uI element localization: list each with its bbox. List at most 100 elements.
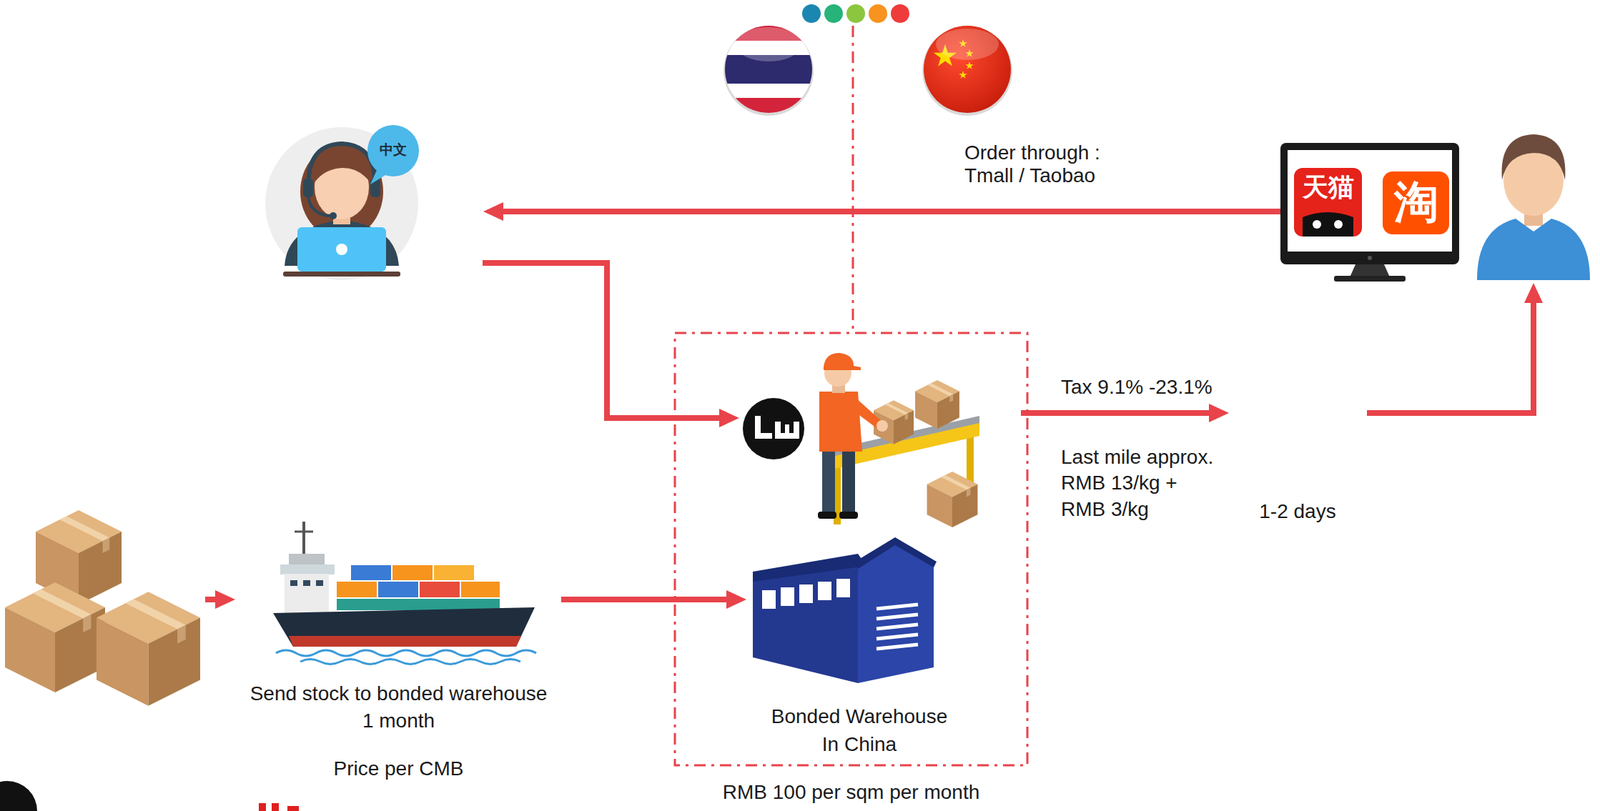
edge-label: Order through : Tmall / Taobao [964,141,1108,188]
node-text: Price per CMB [246,757,551,781]
warehouse-icon [876,644,918,650]
flow-arrow [561,596,728,603]
lw-logo [742,398,805,460]
support-agent-icon [303,178,314,198]
edge-label: Tax 9.1% -23.1% [1060,376,1247,399]
thailand-flag [722,83,816,99]
cargo-ship [300,659,521,665]
status-dots [846,4,866,23]
computer-monitor [1302,212,1354,237]
support-agent-icon [308,143,376,189]
computer-monitor [1334,275,1406,282]
warehouse-icon [762,590,776,610]
cargo-ship [315,580,324,587]
cargo-ship [302,521,306,557]
stock-boxes [5,510,201,707]
node-text: Bonded Warehouse In China [766,703,953,759]
computer-monitor [1287,150,1453,252]
status-dots [802,4,910,23]
sea-freight: Send stock to bonded warehouse 1 monthPr… [235,518,562,783]
text-slot: 淘 [1382,178,1450,227]
node-text: 天猫 [1294,173,1362,202]
warehouse-icon [876,614,918,620]
region-outline [674,333,1028,766]
text-slot: Bonded Warehouse In China [766,703,953,759]
support-agent: 中文 [260,125,483,283]
status-dots [890,4,910,23]
computer-monitor [1294,168,1362,237]
text-slot: RMB 100 per sqm per month [673,782,1029,805]
corner-logo [258,803,266,811]
lw-logo [774,421,800,439]
text-slot: Send stock to bonded warehouse 1 month [246,680,551,735]
thailand-flag [722,97,816,116]
shopping-platform: 天猫淘 [1280,139,1595,283]
computer-monitor [1334,220,1343,229]
computer-monitor [1312,220,1322,229]
lw-logo [742,398,805,460]
fulfillment-worker [927,471,979,528]
customer-icon [1477,218,1590,281]
warehouse-icon [752,537,937,684]
computer-monitor [1280,142,1460,265]
cargo-ship [377,581,419,599]
cargo-ship [273,521,537,665]
thailand-flag [735,27,802,62]
lw-logo [754,416,773,439]
flow-arrow [205,596,216,603]
cargo-ship [303,580,311,587]
china-flag [922,25,1013,116]
region-outline [673,331,1029,768]
warehouse-icon [799,584,813,604]
corner-logo [0,781,38,811]
china-flag [935,28,999,61]
support-agent-icon [297,227,387,272]
support-agent-icon [329,212,337,220]
cargo-ship [284,574,329,615]
cargo-ship [275,650,537,657]
bonded-warehouse: Bonded Warehouse In China [747,546,973,762]
cargo-ship [290,580,298,587]
stock-boxes [5,507,206,708]
fulfillment-worker [873,400,914,445]
fulfillment-worker [822,448,836,514]
thailand-flag [722,24,816,116]
cost-note: Last mile approx. RMB 13/kg + RMB 3/kg [1060,444,1222,523]
fulfillment-worker [817,511,837,520]
support-agent-icon [265,125,419,281]
warehouse-icon [855,537,937,570]
support-agent-icon [283,271,401,277]
border-line [852,25,855,332]
china-flag [958,70,967,79]
computer-monitor [1367,255,1372,261]
fulfillment-worker [823,353,861,371]
warehouse-icon [857,541,934,684]
china-flag [965,61,974,70]
cargo-ship [288,554,325,567]
warehouse-icon [876,634,918,640]
corner-logo [271,803,279,811]
support-agent-icon [313,150,372,185]
support-agent-icon [308,197,332,216]
text-slot: 天猫 [1294,173,1362,202]
status-dots [868,4,888,23]
cargo-ship [280,564,335,575]
computer-monitor [1382,171,1450,235]
fulfillment-worker [876,420,888,432]
fulfillment-station [739,343,1021,530]
warehouse-icon [780,587,795,607]
china-region: RMB 100 per sqm per month Bonded Warehous… [673,331,1031,810]
flow-arrow [1366,302,1534,414]
flow-arrow [502,208,1281,215]
china-flag [922,25,1013,116]
fulfillment-worker [915,380,960,429]
warehouse-icon [876,624,918,630]
cargo-ship [350,564,392,582]
warehouse-icon [876,604,918,610]
text-slot: 1-2 days [1229,500,1366,524]
stock-boxes [5,582,106,693]
fulfillment-worker [817,353,980,528]
computer-monitor [1280,142,1460,282]
